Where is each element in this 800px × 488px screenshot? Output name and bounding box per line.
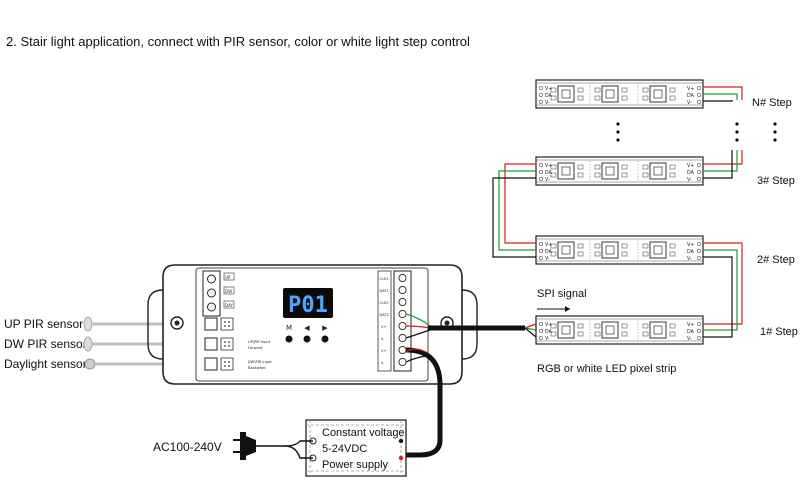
ac-cable [256, 440, 313, 447]
up-sensor-socket [204, 317, 218, 331]
strip-pin-left-label: V+ [545, 163, 552, 169]
strip-pin-right-label: DA [687, 170, 695, 176]
psu-line3: Power supply [322, 459, 389, 471]
strip-pin-left-label: V- [545, 336, 550, 342]
strip-pin-left-label: V+ [545, 242, 552, 248]
strip-pin-left-label: V- [545, 177, 550, 183]
dw-pir-sensor-icon [83, 336, 93, 352]
left-terminal-label-day: DAY [225, 303, 233, 308]
terminal-dat1: DAT1 [380, 289, 389, 293]
strip-pin-right-label: DA [687, 93, 695, 99]
step-label-n: N# Step [752, 97, 792, 109]
terminal-clk2: CLK2 [380, 301, 389, 305]
output-terminal-block [393, 270, 412, 372]
led-pixel-chip [550, 162, 584, 180]
strip-pin-left-label: V- [545, 256, 550, 262]
dw-sensor-socket [204, 337, 218, 351]
strip-pin-left-label: V+ [545, 322, 552, 328]
strip-type-label: RGB or white LED pixel strip [537, 363, 676, 375]
terminal-clk1: CLK1 [380, 277, 389, 281]
up-pir-sensor-label: UP PIR sensor [4, 317, 83, 331]
led-pixel-chip [594, 162, 628, 180]
strip-pin-right-label: V+ [687, 242, 694, 248]
strip-pin-right-label: V+ [687, 86, 694, 92]
led-display [283, 288, 333, 318]
led-pixel-chip [642, 85, 676, 103]
strip-pin-right-label: DA [687, 329, 695, 335]
button-right-label: ▶ [322, 324, 328, 332]
daylight-sensor-label: Daylight sensor [4, 357, 87, 371]
controller-unit: UP DW DAY P01 M ◀ ▶ UP\PIR input Forward… [147, 264, 478, 385]
step-label-3: 3# Step [757, 175, 795, 187]
left-terminal-label-up: UP [225, 275, 231, 280]
led-pixel-chip [550, 85, 584, 103]
button-left-label: ◀ [304, 324, 310, 332]
strip-pin-left-label: V- [545, 100, 550, 106]
right-arrow-button[interactable] [321, 335, 329, 343]
mode-dw-label: DW\PIR input [248, 360, 272, 364]
psu-line1: Constant voltage [322, 427, 405, 439]
left-arrow-button[interactable] [303, 335, 311, 343]
spi-arrow-icon [565, 306, 570, 312]
led-pixel-chip [594, 85, 628, 103]
strip-interconnect-wires [492, 86, 743, 338]
ac-input-label: AC100-240V [153, 440, 222, 454]
terminal-dat2: DAT2 [380, 313, 389, 317]
strip-pin-left-label: DA [545, 249, 553, 255]
continuation-dots [616, 122, 777, 142]
controller-output-wires [405, 313, 431, 339]
step-label-1: 1# Step [760, 326, 798, 338]
strip-pin-right-label: V+ [687, 163, 694, 169]
strip-pin-left-label: DA [545, 329, 553, 335]
display-readout: P01 [288, 293, 328, 318]
strip-pin-right-label: V- [687, 177, 692, 183]
led-pixel-chip [594, 321, 628, 339]
terminal-vplus-1: V+ [381, 325, 386, 329]
psu-line2: 5-24VDC [322, 443, 367, 455]
mode-up-direction: Forward [248, 346, 262, 350]
led-pixel-chip [594, 241, 628, 259]
terminal-vplus-2: V+ [381, 349, 386, 353]
dc-power-cable [405, 347, 443, 458]
strip-pin-right-label: V- [687, 100, 692, 106]
strip-pin-left-label: V+ [545, 86, 552, 92]
terminal-vminus-2: V- [381, 361, 385, 365]
mode-dw-direction: Backward [248, 366, 266, 370]
up-pir-sensor-icon [83, 316, 93, 332]
terminal-vminus-1: V- [381, 337, 385, 341]
led-pixel-chip [642, 241, 676, 259]
led-pixel-chip [550, 241, 584, 259]
ac-plug-icon [233, 432, 256, 460]
power-supply: Constant voltage 5-24VDC Power supply [305, 419, 407, 477]
left-terminal-label-dw: DW [225, 289, 232, 294]
mode-up-label: UP\PIR input [248, 340, 271, 344]
daylight-sensor-icon [84, 358, 96, 370]
dw-pir-sensor-label: DW PIR sensor [4, 337, 87, 351]
led-pixel-chip [642, 162, 676, 180]
strip-pin-left-label: DA [545, 170, 553, 176]
led-pixel-chip [550, 321, 584, 339]
daylight-sensor-socket [204, 357, 218, 371]
strip-pin-left-label: DA [545, 93, 553, 99]
strip-pin-right-label: DA [687, 249, 695, 255]
step-label-2: 2# Step [757, 254, 795, 266]
mode-button[interactable] [285, 335, 293, 343]
led-pixel-chip [642, 321, 676, 339]
strip-pin-right-label: V- [687, 336, 692, 342]
strip-pin-right-label: V+ [687, 322, 694, 328]
strip-pin-right-label: V- [687, 256, 692, 262]
diagram-title: 2. Stair light application, connect with… [6, 34, 470, 49]
spi-signal-label: SPI signal [537, 288, 587, 300]
button-m-label: M [286, 324, 292, 332]
